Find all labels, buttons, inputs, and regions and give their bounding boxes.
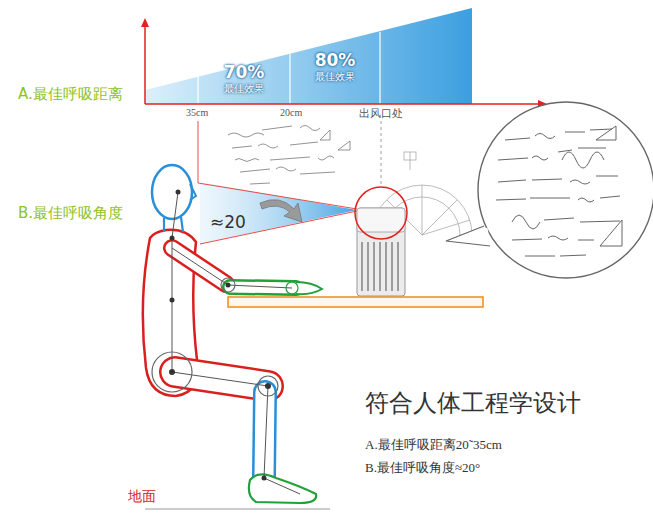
art-part-part	[172, 248, 228, 285]
seated-person-part	[181, 217, 183, 232]
air-purifier-part	[357, 208, 405, 232]
distance-chart-part	[198, 121, 199, 183]
art-part-part	[262, 476, 267, 481]
art-part-part	[385, 242, 387, 291]
art-part-part	[361, 242, 363, 291]
effect-caption: 最佳效果	[290, 70, 380, 84]
art-part-part	[391, 242, 393, 291]
art-part-part	[512, 215, 620, 229]
airflow-cone-part	[200, 211, 357, 244]
art-part-part	[498, 148, 606, 160]
art-part-part	[264, 478, 300, 494]
art-part-part	[496, 196, 620, 202]
seated-person-part	[286, 282, 298, 294]
art-part-part	[172, 238, 173, 370]
seated-person-part	[258, 376, 278, 396]
band-segment: 80%最佳效果	[290, 50, 380, 84]
seated-person-part	[152, 165, 192, 219]
air-purifier-part	[355, 187, 407, 239]
protractor-part	[410, 152, 411, 170]
percent-value: 70%	[198, 62, 290, 82]
art-part-part	[498, 176, 618, 184]
art-part-part	[172, 372, 268, 386]
art-part-part	[170, 298, 175, 303]
art-part-part	[170, 236, 175, 241]
air-purifier	[355, 187, 407, 296]
angle-label: ≈20	[210, 213, 246, 233]
art-part-part	[176, 190, 181, 195]
distance-chart-part	[141, 18, 149, 27]
seated-person-part	[152, 352, 192, 392]
art-part-part	[169, 369, 175, 375]
math-scribbles	[228, 126, 350, 185]
magnifier-callout-part	[478, 102, 653, 278]
art-part	[169, 190, 271, 481]
spec-note: B.最佳呼吸角度≈20°	[365, 461, 480, 476]
art-part-part	[226, 283, 231, 288]
section-label: A.最佳呼吸距离	[18, 86, 123, 103]
art-part-part	[505, 129, 612, 140]
magnifier-callout-part	[486, 228, 489, 244]
airflow-cone-part	[260, 200, 302, 222]
band-segment: 70%最佳效果	[198, 62, 290, 96]
art-part-part	[397, 242, 399, 291]
spec-note: A.最佳呼吸距离20˜35cm	[365, 438, 502, 453]
art-part-part	[525, 255, 586, 256]
protractor-part	[422, 220, 470, 235]
art-part-part	[596, 126, 616, 140]
distance-chart-part	[144, 24, 146, 104]
effect-caption: 最佳效果	[198, 82, 290, 96]
axis-tick-label: 35cm	[186, 107, 208, 119]
art-part-part	[512, 236, 594, 240]
art-part	[362, 242, 398, 291]
ground-label: 地面	[128, 488, 156, 504]
distance-chart-part	[145, 103, 540, 105]
percent-value: 80%	[290, 50, 380, 70]
art-part-part	[373, 242, 375, 291]
magnifier-callout	[446, 102, 653, 278]
desk-part	[228, 297, 483, 307]
section-label: B.最佳呼吸角度	[18, 205, 123, 222]
desk	[228, 297, 483, 307]
ground-line-part	[145, 509, 330, 510]
art-part-part	[265, 383, 271, 389]
title-text: 符合人体工程学设计	[365, 390, 581, 418]
ground-line	[145, 509, 330, 510]
protractor-part	[422, 185, 423, 235]
axis-tick-label: 出风口处	[359, 107, 403, 120]
distance-chart-part	[289, 54, 290, 104]
protractor-part	[404, 152, 416, 160]
art-part-part	[264, 386, 268, 478]
math-scribbles-part	[228, 126, 335, 185]
seated-person-part	[296, 282, 322, 294]
axis-tick-label: 20cm	[280, 107, 302, 119]
air-purifier-part	[357, 208, 405, 296]
magnifier-callout-part	[446, 226, 490, 246]
art-part	[172, 192, 300, 494]
distance-chart-part	[145, 8, 472, 104]
seated-person-part	[249, 474, 316, 503]
airflow-cone-part	[200, 182, 357, 244]
seated-person	[143, 165, 322, 503]
seated-person-part	[190, 184, 196, 200]
art-part-part	[228, 285, 292, 288]
art-part-part	[600, 220, 622, 246]
seated-person-part	[163, 218, 165, 232]
art-part-part	[172, 192, 178, 238]
distance-chart-part	[381, 121, 382, 186]
math-scribbles-part	[320, 130, 350, 150]
art-part	[496, 126, 622, 256]
art-part-part	[562, 152, 604, 168]
distance-chart-part	[379, 32, 380, 104]
seated-person-part	[221, 278, 235, 292]
art-part-part	[379, 242, 381, 291]
distance-chart-part	[197, 76, 198, 104]
airflow-cone	[198, 182, 357, 244]
art-part-part	[367, 242, 369, 291]
